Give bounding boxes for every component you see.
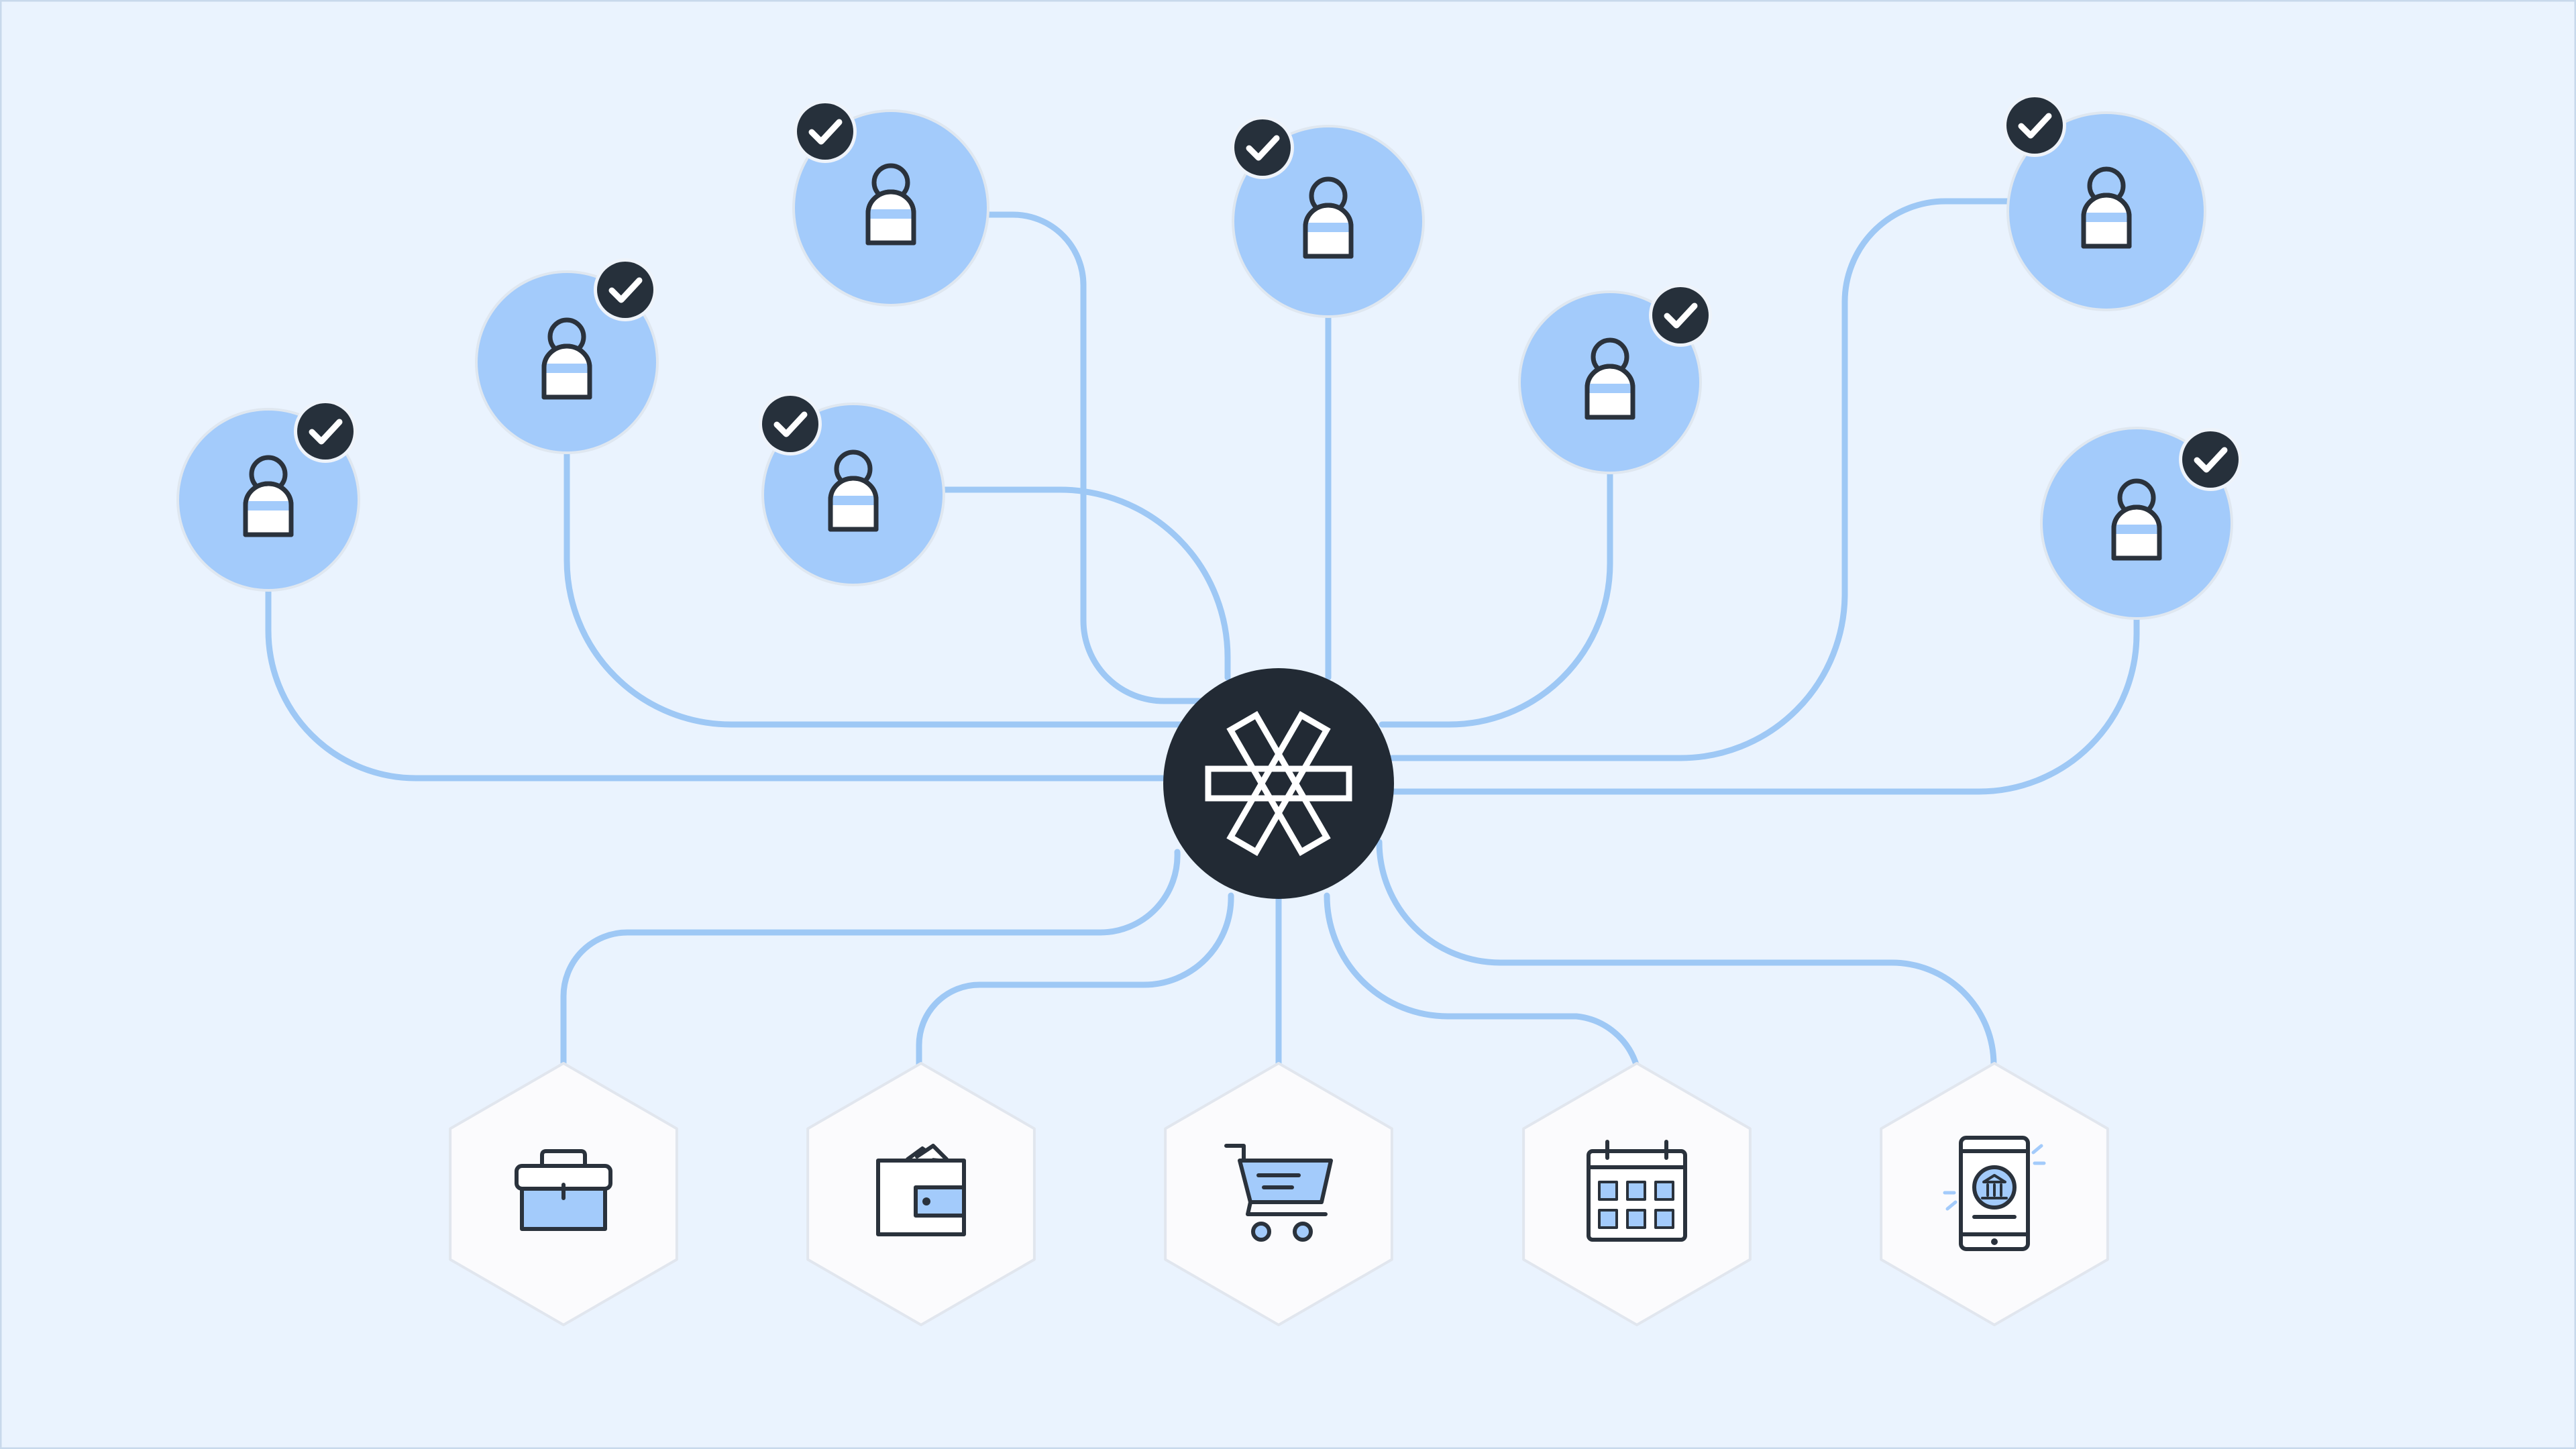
- connector-user-6: [1379, 466, 1613, 728]
- service-node-4: [1522, 1062, 1752, 1326]
- user-icon: [865, 163, 916, 246]
- user-node-6: [1518, 284, 1712, 474]
- checkmark-icon: [808, 119, 843, 145]
- checkmark-icon: [1246, 135, 1280, 161]
- logo-bar-diagonal-a: [1226, 710, 1331, 857]
- hub-circle: [1163, 668, 1394, 899]
- user-nodes: [176, 94, 2242, 620]
- user-icon: [1303, 176, 1354, 259]
- connector-lines: [265, 198, 2140, 1075]
- checkmark-icon: [608, 277, 643, 303]
- user-icon: [243, 455, 294, 537]
- connector-service-4: [1324, 892, 1640, 1070]
- connector-service-5: [1376, 839, 1997, 1075]
- service-node-2: [806, 1062, 1036, 1326]
- connector-user-7: [1389, 198, 2012, 761]
- verified-badge: [1649, 284, 1712, 347]
- user-icon: [1585, 337, 1635, 420]
- checkmark-icon: [309, 419, 343, 445]
- connector-user-8: [1385, 614, 2140, 795]
- user-node-5: [1231, 116, 1425, 318]
- service-node-5: [1880, 1062, 2109, 1326]
- verified-badge: [594, 258, 657, 321]
- user-icon: [2081, 166, 2132, 249]
- user-node-8: [2040, 427, 2242, 620]
- service-nodes: [449, 1062, 2109, 1326]
- user-node-2: [475, 258, 659, 454]
- verified-badge: [2179, 428, 2242, 491]
- verified-badge: [759, 392, 822, 455]
- service-node-1: [449, 1062, 678, 1326]
- checkmark-icon: [2018, 113, 2052, 139]
- service-node-3: [1164, 1062, 1393, 1326]
- checkmark-icon: [1664, 303, 1698, 329]
- hub-node: [1163, 668, 1394, 899]
- connector-user-1: [265, 587, 1184, 782]
- asterisk-logo-icon: [1205, 710, 1352, 857]
- checkmark-icon: [2194, 447, 2228, 473]
- logo-bar-horizontal: [1205, 765, 1352, 802]
- user-node-1: [176, 400, 360, 592]
- verified-badge: [1231, 116, 1294, 179]
- connector-service-1: [560, 849, 1181, 1070]
- connector-user-3: [983, 211, 1208, 704]
- verified-badge: [794, 100, 857, 163]
- checkmark-icon: [773, 411, 808, 437]
- user-node-7: [2003, 94, 2206, 311]
- verified-badge: [2003, 94, 2066, 157]
- user-node-3: [792, 100, 989, 307]
- verified-badge: [294, 400, 357, 463]
- connector-user-4: [936, 486, 1231, 681]
- wallet-icon: [876, 1144, 966, 1236]
- user-icon: [828, 449, 879, 532]
- shopping-cart-icon: [1224, 1144, 1333, 1242]
- connector-user-2: [564, 439, 1197, 728]
- logo-bar-diagonal-b: [1226, 710, 1331, 857]
- briefcase-icon: [515, 1149, 612, 1231]
- user-icon: [541, 317, 592, 400]
- connector-service-2: [916, 892, 1234, 1070]
- calendar-icon: [1587, 1140, 1687, 1242]
- user-node-4: [759, 392, 945, 586]
- mobile-banking-icon: [1943, 1136, 2046, 1251]
- user-icon: [2111, 478, 2162, 561]
